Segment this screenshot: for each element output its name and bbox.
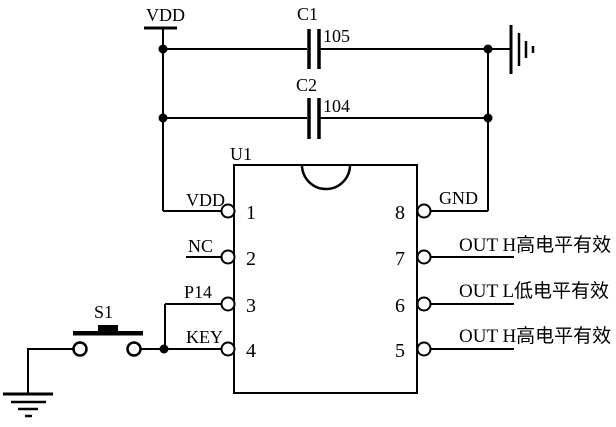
pin-2-number: 2 <box>246 248 256 270</box>
s1-actuator <box>98 325 118 332</box>
ic-ref-label: U1 <box>230 144 252 164</box>
pin-4-label: KEY <box>186 327 223 347</box>
ic-body <box>233 164 418 394</box>
junction-dot <box>483 113 493 123</box>
pin-4-number: 4 <box>246 340 256 362</box>
ic-pin-circles <box>220 203 432 357</box>
earth-ground-top-icon <box>509 25 535 74</box>
c1-ref-label: C1 <box>297 4 318 24</box>
pin-2-circle <box>220 249 236 265</box>
c2-value-label: 104 <box>323 96 350 116</box>
pin-7-number: 7 <box>395 248 405 270</box>
pin-7-circle <box>416 249 432 265</box>
pin-1-number: 1 <box>246 202 256 224</box>
earth-ground-bottom-icon <box>3 392 53 418</box>
capacitor-c1-symbol <box>307 29 321 69</box>
pin-6-circle <box>416 296 432 312</box>
c1-value-label: 105 <box>323 26 350 46</box>
wires <box>27 26 514 394</box>
pin-8-label: GND <box>439 188 478 208</box>
c2-ref-label: C2 <box>296 75 317 95</box>
ic-notch <box>300 164 352 191</box>
pin-3-circle <box>220 296 236 312</box>
capacitor-c2-symbol <box>307 98 321 139</box>
pin-3-number: 3 <box>246 295 256 317</box>
pin-6-label: OUT L低电平有效 <box>459 280 609 302</box>
vdd-power-label: VDD <box>146 5 185 25</box>
junction-dots <box>158 44 493 354</box>
pin-5-label: OUT H高电平有效 <box>459 325 611 347</box>
pin-8-circle <box>416 203 432 219</box>
s1-ref-label: S1 <box>94 302 113 322</box>
s1-contact-bar <box>73 331 143 336</box>
s1-terminal-right <box>126 341 142 357</box>
pushbutton-s1-symbol <box>72 325 143 357</box>
s1-terminal-left <box>72 341 88 357</box>
pin-5-circle <box>416 341 432 357</box>
pin-4-circle <box>220 341 236 357</box>
pin-2-label: NC <box>188 236 213 256</box>
junction-dot <box>159 344 169 354</box>
pin-8-number: 8 <box>395 202 405 224</box>
pin-1-label: VDD <box>186 190 225 210</box>
junction-dot <box>158 44 168 54</box>
pin-3-label: P14 <box>184 282 212 302</box>
junction-dot <box>158 113 168 123</box>
junction-dot <box>483 44 493 54</box>
pin-6-number: 6 <box>395 295 405 317</box>
pin-7-label: OUT H高电平有效 <box>459 234 611 256</box>
pin-1-circle <box>220 203 236 219</box>
pin-5-number: 5 <box>395 340 405 362</box>
